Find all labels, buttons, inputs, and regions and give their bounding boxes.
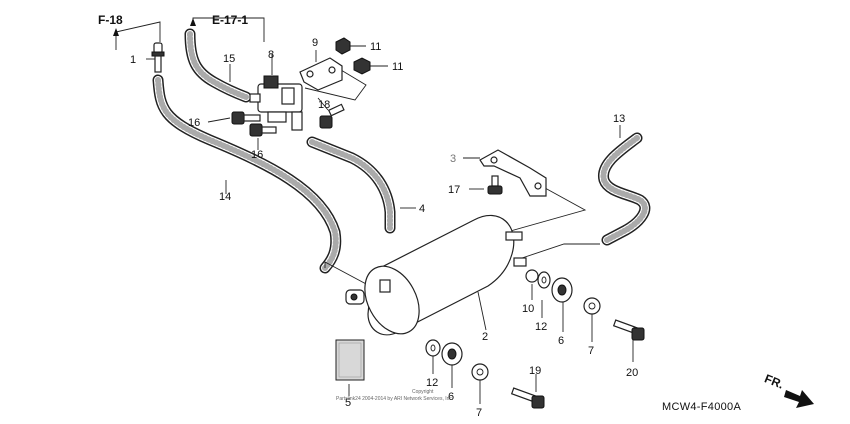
- part-10-collar: [525, 269, 539, 283]
- label-part-7-right[interactable]: 7: [588, 345, 594, 357]
- part-7-collar-right: [583, 297, 601, 315]
- part-20-bolt: [612, 319, 645, 341]
- part-9-bracket: [299, 57, 343, 91]
- label-part-3[interactable]: 3: [450, 153, 456, 165]
- ref-label-f18[interactable]: F-18: [98, 13, 123, 27]
- front-direction-label: FR.: [763, 371, 786, 391]
- part-6-grommet-right: [551, 277, 573, 303]
- label-part-11-lower[interactable]: 11: [392, 61, 403, 73]
- label-part-14[interactable]: 14: [219, 191, 231, 203]
- diagram-code: MCW4-F4000A: [662, 401, 741, 413]
- hose-13: [598, 132, 651, 246]
- part-12-washer-right: [537, 271, 551, 289]
- label-part-8[interactable]: 8: [268, 49, 274, 61]
- label-part-10[interactable]: 10: [522, 303, 534, 315]
- label-part-5[interactable]: 5: [345, 397, 351, 409]
- part-16-bolt-left: [231, 111, 261, 125]
- label-part-4[interactable]: 4: [419, 203, 425, 215]
- part-11-nut-upper: [335, 37, 351, 55]
- part-2-canister: [345, 214, 527, 336]
- hose-4: [306, 136, 396, 234]
- reference-bracket-f18: F-18: [98, 13, 161, 50]
- label-part-1[interactable]: 1: [130, 54, 136, 66]
- part-16-bolt-lower: [249, 123, 277, 137]
- label-part-16-left[interactable]: 16: [188, 117, 200, 129]
- part-12-washer-left: [425, 339, 441, 357]
- label-part-2[interactable]: 2: [482, 331, 488, 343]
- label-part-20[interactable]: 20: [626, 367, 638, 379]
- hose-14: [152, 74, 342, 274]
- part-17-bolt: [487, 175, 503, 195]
- label-part-19[interactable]: 19: [529, 365, 541, 377]
- ref-label-e17-1[interactable]: E-17-1: [212, 13, 248, 27]
- part-5-label: [335, 339, 365, 381]
- leader-lines: [146, 45, 634, 404]
- label-part-7-left[interactable]: 7: [476, 407, 482, 419]
- label-part-12-right[interactable]: 12: [535, 321, 547, 333]
- part-6-grommet-left: [441, 342, 463, 366]
- label-part-6-left[interactable]: 6: [448, 391, 454, 403]
- copyright-line-1: Copyright: [412, 389, 434, 395]
- label-part-12-left[interactable]: 12: [426, 377, 438, 389]
- copyright-watermark: Copyright Partslink24 2004-2014 by ARI N…: [336, 389, 453, 402]
- part-3-bracket: [479, 149, 547, 197]
- part-number-labels: 1 2 3 4 5 6 6 7 7 8 9 10 11 11 12 12 13 …: [130, 37, 638, 419]
- part-19-bolt: [510, 387, 545, 409]
- hose-15: [184, 28, 252, 103]
- label-part-11-upper[interactable]: 11: [370, 41, 381, 53]
- label-part-16-lower[interactable]: 16: [251, 149, 263, 161]
- label-part-17[interactable]: 17: [448, 184, 460, 196]
- reference-bracket-e17: E-17-1: [190, 13, 265, 42]
- label-part-18[interactable]: 18: [318, 99, 330, 111]
- part-18-bolt: [319, 103, 345, 129]
- label-part-13[interactable]: 13: [613, 113, 625, 125]
- label-part-9[interactable]: 9: [312, 37, 318, 49]
- part-11-nut-lower: [353, 57, 371, 75]
- label-part-6-right[interactable]: 6: [558, 335, 564, 347]
- part-1-fitting: [151, 42, 165, 73]
- front-direction-indicator: FR.: [763, 371, 814, 408]
- part-7-collar-left: [471, 363, 489, 381]
- copyright-line-2: Partslink24 2004-2014 by ARI Network Ser…: [336, 396, 453, 402]
- label-part-15[interactable]: 15: [223, 53, 235, 65]
- front-direction-arrow-icon: [784, 390, 814, 408]
- part-8-solenoid-valve: [249, 75, 303, 131]
